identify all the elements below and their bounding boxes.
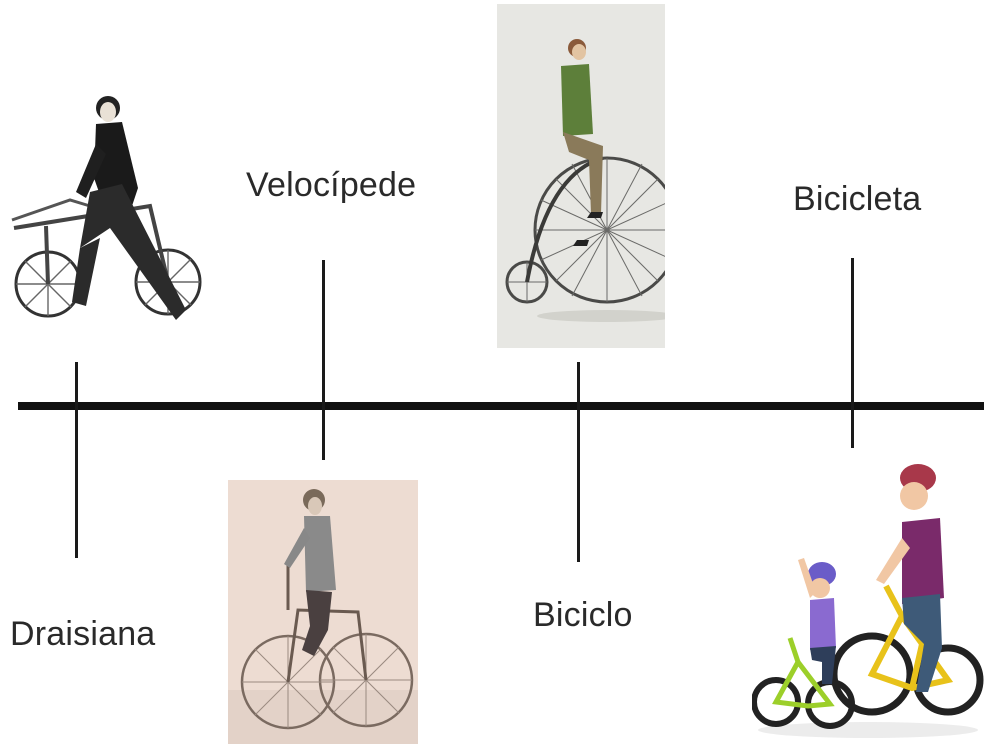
penny-farthing-illustration <box>497 4 665 348</box>
label-biciclo: Biciclo <box>533 598 633 632</box>
label-bicicleta: Bicicleta <box>793 182 921 216</box>
timeline-axis <box>18 402 984 410</box>
velocipede-drawing <box>228 480 418 744</box>
tick-velocipede <box>322 260 325 460</box>
draisiana-drawing <box>10 88 202 340</box>
penny-farthing-drawing <box>497 4 665 348</box>
tick-draisiana <box>75 362 78 558</box>
tick-bicicleta <box>851 258 854 458</box>
label-velocipede: Velocípede <box>246 168 416 202</box>
modern-bicycle-drawing <box>752 448 984 740</box>
label-draisiana: Draisiana <box>10 617 155 651</box>
draisiana-illustration <box>10 88 202 340</box>
tick-biciclo <box>577 362 580 562</box>
velocipede-illustration <box>228 480 418 744</box>
modern-bicycle-illustration <box>752 448 984 740</box>
